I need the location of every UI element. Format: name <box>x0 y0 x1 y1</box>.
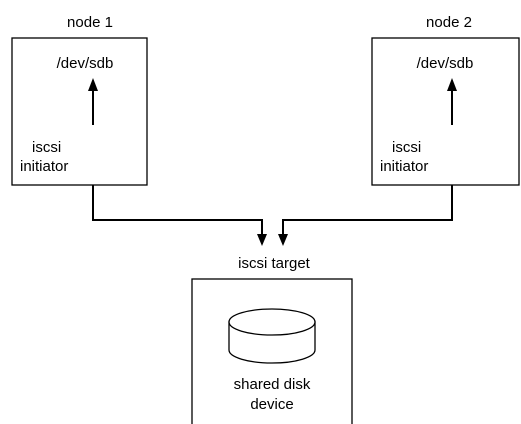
node-2-up-arrowhead <box>447 78 457 91</box>
node-2-initiator-label-line1: iscsi <box>392 139 421 156</box>
node-1-initiator-label-line2: initiator <box>20 158 68 175</box>
iscsi-target: iscsi target shared disk device <box>191 255 353 424</box>
node-2-device-label: /dev/sdb <box>417 55 474 72</box>
shared-disk-cylinder-icon <box>228 308 316 364</box>
disk-label-line2: device <box>250 396 293 413</box>
connector-node-1-arrowhead <box>257 234 267 246</box>
connector-node-2-arrowhead <box>278 234 288 246</box>
node-1-title: node 1 <box>67 14 113 31</box>
target-title: iscsi target <box>238 255 311 272</box>
connector-node-1-to-target <box>92 185 267 246</box>
connector-node-2-line <box>282 185 453 236</box>
node-2-box <box>371 37 520 186</box>
node-1-device-label: /dev/sdb <box>57 55 114 72</box>
connector-node-2-to-target <box>278 185 453 246</box>
disk-label-line1: shared disk <box>234 376 311 393</box>
disk-cylinder-top <box>228 308 316 336</box>
node-1-up-arrowhead <box>88 78 98 91</box>
node-1: node 1 /dev/sdb iscsi initiator <box>11 14 148 186</box>
node-1-initiator-label-line1: iscsi <box>32 139 61 156</box>
node-2-title: node 2 <box>426 14 472 31</box>
node-2: node 2 /dev/sdb iscsi initiator <box>371 14 520 186</box>
connector-node-1-line <box>92 185 263 236</box>
node-1-box <box>11 37 148 186</box>
node-2-initiator-label-line2: initiator <box>380 158 428 175</box>
